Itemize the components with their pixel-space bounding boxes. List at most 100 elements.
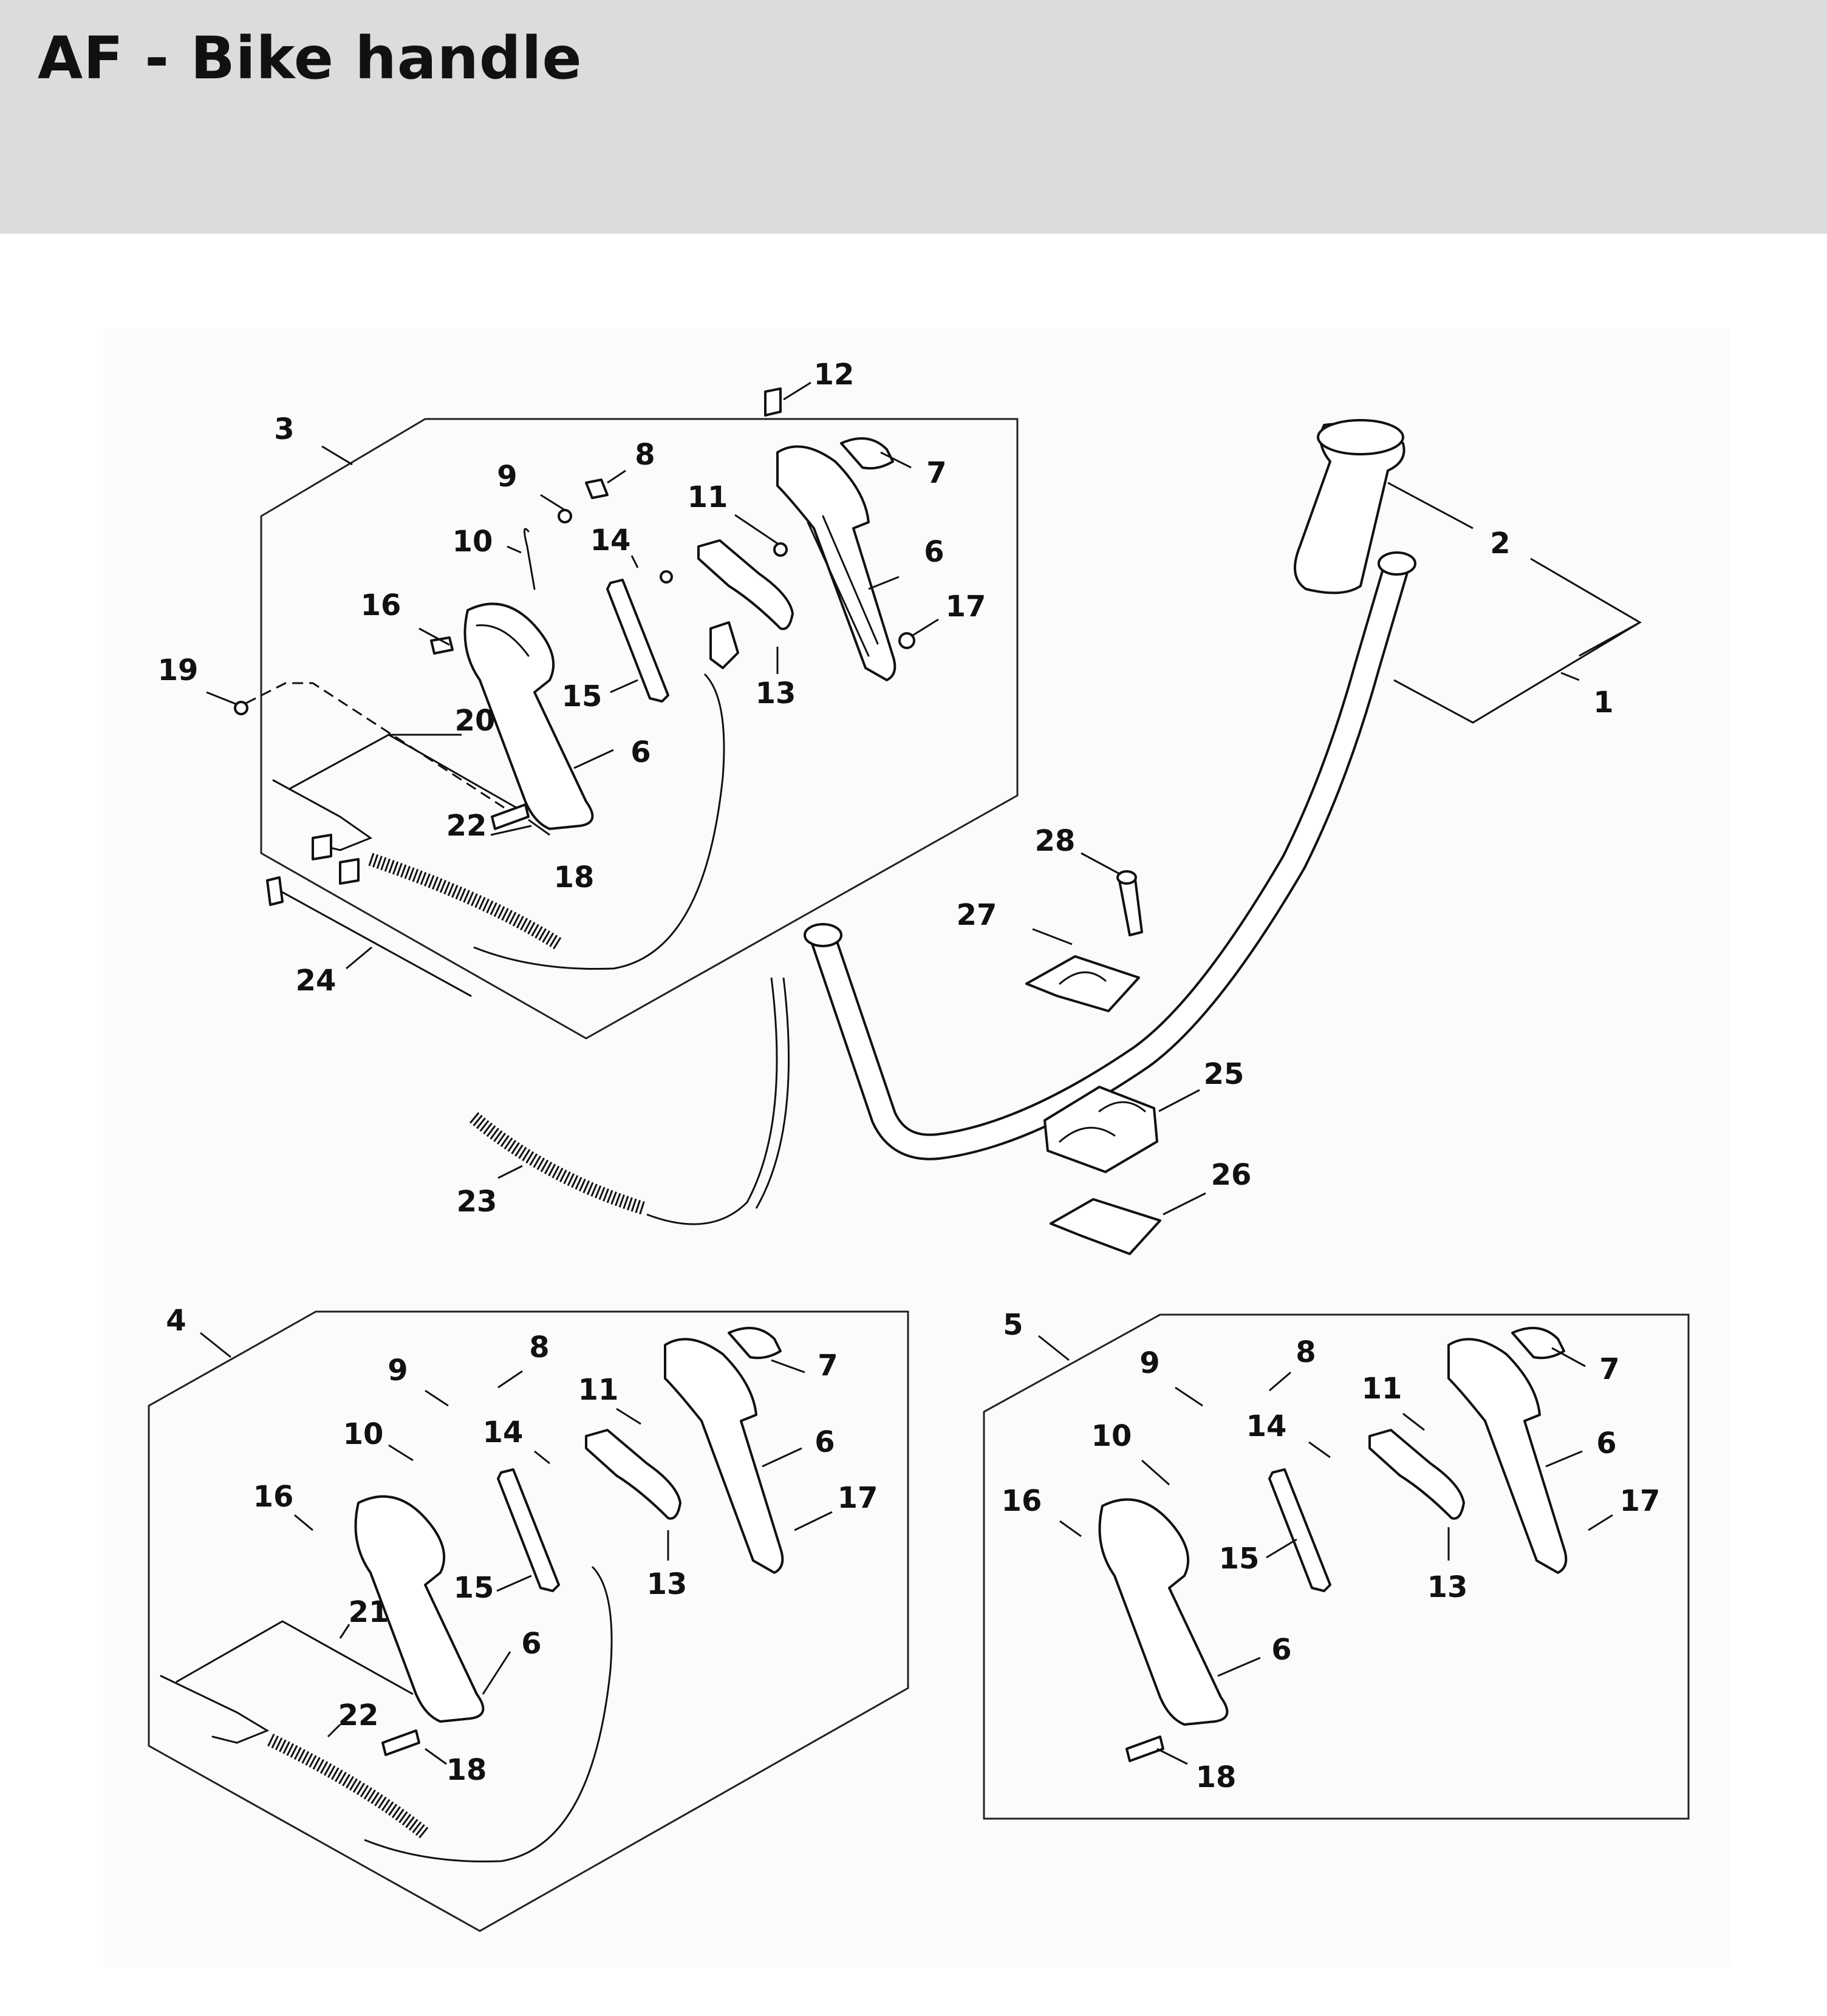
callout-8-4: 8 [529, 1330, 549, 1364]
callout-20: 20 [455, 704, 496, 738]
throttle-trigger[interactable] [697, 539, 794, 630]
callout-12: 12 [814, 358, 855, 392]
connector-switch[interactable] [709, 621, 739, 669]
header-bar: AF - Bike handle [0, 0, 1827, 234]
handle-grip[interactable] [1294, 419, 1405, 594]
spring-10[interactable] [524, 528, 536, 590]
callout-23: 23 [457, 1185, 497, 1219]
pin-8[interactable] [585, 478, 609, 499]
screw-18[interactable] [491, 803, 530, 830]
callout-2: 2 [1490, 526, 1510, 560]
spring-14[interactable] [660, 570, 673, 584]
callout-19: 19 [158, 653, 199, 687]
throttle-cable-spring[interactable] [368, 853, 562, 950]
clamp-27[interactable] [1025, 955, 1140, 1012]
housing-cover-4[interactable] [728, 1327, 782, 1360]
callout-15: 15 [562, 679, 603, 713]
callout-6-grip: 6 [630, 735, 651, 769]
control-housing-4[interactable] [664, 1338, 784, 1574]
callout-21-4: 21 [349, 1595, 389, 1629]
screw-18-4[interactable] [381, 1729, 420, 1756]
callout-6-grip-5: 6 [1271, 1633, 1291, 1667]
throttle-grip-housing-5[interactable] [1098, 1498, 1229, 1726]
callout-6-4: 6 [814, 1425, 835, 1459]
callout-13: 13 [756, 676, 796, 710]
torsion-spring-12[interactable] [764, 387, 782, 417]
throttle-cable-4[interactable] [364, 1565, 613, 1863]
handlebar-tube[interactable] [804, 551, 1416, 1160]
throttle-grip-housing[interactable] [463, 602, 594, 830]
housing-cover[interactable] [840, 437, 894, 470]
throttle-grip-housing-4[interactable] [354, 1495, 485, 1723]
callout-16-4: 16 [253, 1480, 294, 1514]
callout-22: 22 [446, 809, 487, 843]
cable-tie[interactable] [271, 885, 472, 997]
callout-10-5: 10 [1091, 1419, 1132, 1453]
interlock-lever-5[interactable] [1268, 1468, 1331, 1592]
callout-28: 28 [1035, 824, 1076, 858]
callout-9-4: 9 [388, 1354, 408, 1388]
group-frame-5 [983, 1313, 1690, 1820]
nut-17[interactable] [898, 632, 915, 649]
callout-6-5: 6 [1596, 1426, 1616, 1460]
callout-15-4: 15 [454, 1571, 494, 1605]
callout-24: 24 [296, 964, 336, 998]
callout-27: 27 [957, 898, 997, 932]
screw-9[interactable] [558, 509, 572, 523]
control-housing-5[interactable] [1447, 1338, 1568, 1574]
callout-13-5: 13 [1427, 1570, 1468, 1604]
control-housing[interactable] [776, 445, 896, 681]
callout-8: 8 [635, 438, 655, 472]
callout-14-4: 14 [483, 1415, 524, 1449]
leaders-frame-3 [206, 381, 1580, 1216]
connector-left[interactable] [312, 834, 332, 860]
callout-14: 14 [590, 523, 631, 557]
callout-7-5: 7 [1599, 1352, 1619, 1386]
group-frame-4 [148, 1310, 909, 1932]
callout-17-4: 17 [838, 1481, 878, 1515]
page-title: AF - Bike handle [38, 24, 582, 92]
clamp-26[interactable] [1050, 1198, 1161, 1255]
screw-18-5[interactable] [1125, 1735, 1164, 1762]
callout-15-5: 15 [1219, 1542, 1260, 1576]
callout-25: 25 [1204, 1057, 1245, 1091]
dashed-reference [245, 682, 505, 809]
cable-tie-head [266, 876, 284, 906]
screw-28[interactable] [1116, 870, 1143, 936]
torsion-spring-11[interactable] [773, 542, 788, 557]
leader-21-box [176, 1620, 414, 1695]
callout-11: 11 [688, 480, 728, 514]
leaders-frame-4 [294, 1359, 833, 1765]
callout-14-5: 14 [1246, 1409, 1287, 1443]
flex-shaft-line[interactable] [646, 977, 790, 1225]
throttle-cable[interactable] [473, 673, 725, 970]
callout-6: 6 [924, 535, 944, 569]
leader-1-2 [1387, 482, 1642, 724]
callout-10: 10 [452, 525, 493, 559]
throttle-cable-spring-4[interactable] [267, 1734, 429, 1839]
screw-16[interactable] [430, 636, 454, 655]
callout-11-5: 11 [1362, 1372, 1402, 1406]
interlock-lever-4[interactable] [497, 1468, 560, 1592]
wiring-harness-4[interactable] [160, 1675, 270, 1744]
throttle-trigger-5[interactable] [1368, 1429, 1465, 1520]
group-frame-3 [260, 418, 1019, 1040]
callout-7: 7 [926, 456, 946, 490]
throttle-trigger-4[interactable] [585, 1429, 681, 1520]
flex-shaft-spring[interactable] [469, 1112, 646, 1215]
connector-right[interactable] [339, 858, 360, 885]
callout-3: 3 [274, 412, 294, 446]
callout-13-4: 13 [647, 1567, 688, 1601]
retainer-19[interactable] [234, 701, 248, 715]
callout-6-grip-4: 6 [521, 1627, 541, 1661]
callout-10-4: 10 [343, 1417, 384, 1451]
clamp-base-25[interactable] [1043, 1086, 1158, 1173]
callout-26: 26 [1211, 1158, 1252, 1192]
leaders-frame-5 [1059, 1347, 1613, 1765]
callout-17: 17 [946, 590, 986, 624]
callout-8-5: 8 [1296, 1335, 1316, 1369]
housing-cover-5[interactable] [1511, 1327, 1565, 1360]
interlock-lever[interactable] [606, 579, 669, 703]
callout-1: 1 [1593, 686, 1613, 720]
